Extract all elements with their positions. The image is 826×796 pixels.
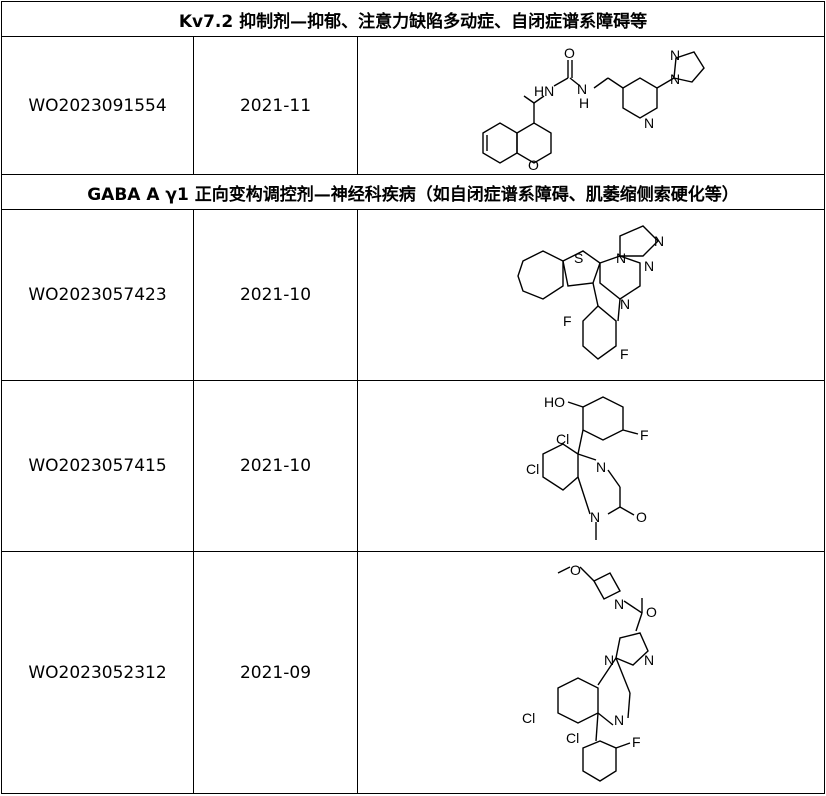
structure-drawing: O N O N N N Cl Cl F (522, 562, 657, 782)
atom-label: N (644, 652, 654, 668)
patent-number: WO2023057415 (1, 380, 194, 552)
atom-label: Cl (566, 730, 579, 746)
priority-date: 2021-10 (193, 380, 358, 552)
atom-label: F (620, 346, 629, 362)
atom-label: F (563, 313, 572, 329)
atom-label: N (654, 233, 664, 249)
structure-drawing: HN N H O N N N O (482, 45, 705, 173)
patent-number: WO2023091554 (1, 36, 194, 175)
priority-date: 2021-10 (193, 209, 358, 381)
section-header-row: GABA A γ1 正向变构调控剂—神经科疾病（如自闭症谱系障碍、肌萎缩侧索硬化… (1, 174, 825, 210)
atom-label: O (528, 157, 539, 173)
table-row: WO2023057415 2021-10 HO F Cl Cl N N (1, 380, 825, 552)
atom-label: Cl (556, 431, 569, 447)
atom-label: O (564, 45, 575, 61)
patent-number: WO2023052312 (1, 551, 194, 794)
section-header-row: Kv7.2 抑制剂—抑郁、注意力缺陷多动症、自闭症谱系障碍等 (1, 1, 825, 37)
chemical-structure: O N O N N N Cl Cl F (357, 551, 825, 794)
atom-label: HN (534, 83, 554, 99)
atom-label: Cl (526, 461, 539, 477)
table-row: WO2023091554 2021-11 HN N H (1, 36, 825, 175)
atom-label: N (616, 250, 626, 266)
atom-label: N (604, 652, 614, 668)
atom-label: S (574, 250, 583, 266)
atom-label: N (614, 712, 624, 728)
atom-label: N (596, 459, 606, 475)
structure-drawing: HO F Cl Cl N N O (526, 394, 649, 540)
atom-label: N (577, 81, 587, 97)
atom-label: N (614, 596, 624, 612)
atom-label: N (644, 258, 654, 274)
chemical-structure: HO F Cl Cl N N O (357, 380, 825, 552)
atom-label: N (644, 115, 654, 131)
chemical-structure: S N N N N F F (357, 209, 825, 381)
atom-label: O (636, 509, 647, 525)
atom-label: F (640, 427, 649, 443)
priority-date: 2021-11 (193, 36, 358, 175)
atom-label: Cl (522, 710, 535, 726)
structure-drawing: S N N N N F F (517, 224, 664, 362)
priority-date: 2021-09 (193, 551, 358, 794)
atom-label: O (646, 604, 657, 620)
chemical-structure: HN N H O N N N O (357, 36, 825, 175)
table-row: WO2023052312 2021-09 O N (1, 551, 825, 794)
section-header: GABA A γ1 正向变构调控剂—神经科疾病（如自闭症谱系障碍、肌萎缩侧索硬化… (1, 174, 825, 210)
atom-label: N (670, 71, 680, 87)
atom-label: H (579, 95, 589, 111)
table-row: WO2023057423 2021-10 S N N N N F F (1, 209, 825, 381)
atom-label: F (632, 734, 641, 750)
atom-label: N (670, 47, 680, 63)
section-header: Kv7.2 抑制剂—抑郁、注意力缺陷多动症、自闭症谱系障碍等 (1, 1, 825, 37)
atom-label: HO (544, 394, 565, 410)
atom-label: N (620, 296, 630, 312)
atom-label: N (590, 509, 600, 525)
atom-label: O (570, 562, 581, 578)
patent-number: WO2023057423 (1, 209, 194, 381)
